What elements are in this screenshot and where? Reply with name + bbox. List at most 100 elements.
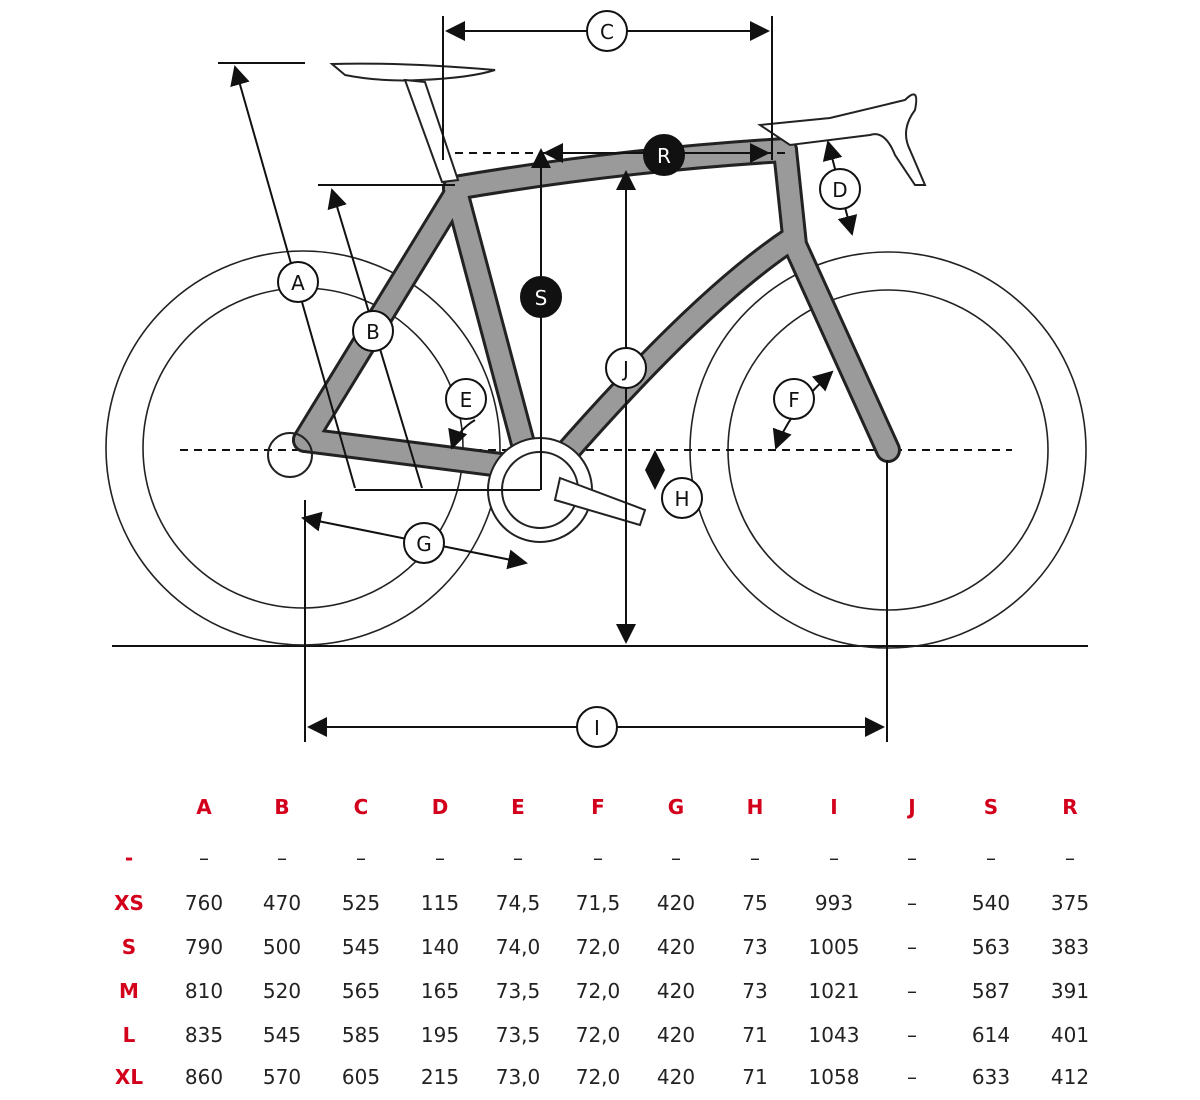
- label-circle: [576, 706, 618, 748]
- table-cell: –: [907, 846, 917, 870]
- table-cell: 375: [1050, 891, 1090, 915]
- handlebar: [757, 93, 927, 186]
- table-cell: 401: [1050, 1023, 1090, 1047]
- column-header: E: [511, 795, 525, 819]
- table-cell: 810: [184, 979, 224, 1003]
- table-cell: 614: [971, 1023, 1011, 1047]
- table-cell: 420: [656, 891, 696, 915]
- table-cell: –: [829, 846, 839, 870]
- table-cell: –: [986, 846, 996, 870]
- dimension-label-f: F: [773, 378, 815, 420]
- table-cell: 585: [341, 1023, 381, 1047]
- label-circle: [403, 522, 445, 564]
- dimension-labels: C R D A B S J E F H G I: [277, 10, 861, 748]
- table-cell: –: [907, 935, 917, 959]
- dimension-label-g: G: [403, 522, 445, 564]
- table-cell: –: [907, 1023, 917, 1047]
- dimension-letter: S: [535, 286, 548, 310]
- table-cell: –: [907, 1065, 917, 1089]
- table-cell: 520: [262, 979, 302, 1003]
- dimension-label-a: A: [277, 261, 319, 303]
- table-cell: 75: [742, 891, 768, 915]
- label-circle: [520, 276, 562, 318]
- dimension-label-i: I: [576, 706, 618, 748]
- table-cell: –: [1065, 846, 1075, 870]
- dimension-letter: F: [788, 388, 800, 412]
- table-cell: 525: [341, 891, 381, 915]
- table-cell: 587: [971, 979, 1011, 1003]
- table-cell: 195: [420, 1023, 460, 1047]
- dimension-letter: R: [657, 144, 671, 168]
- dimension-letter: I: [594, 716, 600, 740]
- table-cell: 72,0: [575, 935, 621, 959]
- dimension-letter: E: [460, 388, 473, 412]
- table-cell: 74,0: [495, 935, 541, 959]
- table-cell: 835: [184, 1023, 224, 1047]
- column-header: H: [746, 795, 764, 819]
- size-label: XL: [114, 1065, 144, 1089]
- column-header: R: [1062, 795, 1078, 819]
- table-cell: 470: [262, 891, 302, 915]
- dimension-letter: G: [416, 532, 432, 556]
- table-cell: 72,0: [575, 979, 621, 1003]
- column-header: G: [667, 795, 685, 819]
- table-cell: –: [356, 846, 366, 870]
- table-cell: 71: [742, 1065, 768, 1089]
- table-cell: 383: [1050, 935, 1090, 959]
- table-cell: 545: [262, 1023, 302, 1047]
- dimension-label-s: S: [520, 276, 562, 318]
- table-cell: 215: [420, 1065, 460, 1089]
- table-cell: 633: [971, 1065, 1011, 1089]
- table-cell: 140: [420, 935, 460, 959]
- table-cell: 74,5: [495, 891, 541, 915]
- table-cell: 760: [184, 891, 224, 915]
- table-cell: 72,0: [575, 1065, 621, 1089]
- label-circle: [661, 477, 703, 519]
- table-cell: 790: [184, 935, 224, 959]
- table-cell: 570: [262, 1065, 302, 1089]
- seatpost: [403, 78, 460, 184]
- label-circle: [605, 347, 647, 389]
- table-cell: 545: [341, 935, 381, 959]
- dimension-letter: C: [600, 20, 614, 44]
- table-cell: 73,5: [495, 1023, 541, 1047]
- column-header: F: [591, 795, 605, 819]
- size-label: -: [124, 846, 134, 870]
- table-cell: 73,0: [495, 1065, 541, 1089]
- table-cell: 420: [656, 1065, 696, 1089]
- column-header: D: [431, 795, 449, 819]
- dimension-label-c: C: [586, 10, 628, 52]
- table-cell: 540: [971, 891, 1011, 915]
- dimension-label-b: B: [352, 310, 394, 352]
- table-cell: 420: [656, 1023, 696, 1047]
- table-cell: –: [907, 891, 917, 915]
- dimension-letter: B: [366, 320, 380, 344]
- dimension-letter: D: [832, 178, 847, 202]
- table-cell: 420: [656, 935, 696, 959]
- table-cell: 73: [742, 935, 768, 959]
- table-cell: 500: [262, 935, 302, 959]
- label-circle: [643, 134, 685, 176]
- table-cell: –: [199, 846, 209, 870]
- table-cell: 72,0: [575, 1023, 621, 1047]
- table-cell: 605: [341, 1065, 381, 1089]
- size-label: M: [119, 979, 139, 1003]
- table-cell: –: [277, 846, 287, 870]
- dimension-letter: J: [621, 357, 629, 381]
- table-cell: –: [907, 979, 917, 1003]
- dimension-label-h: H: [661, 477, 703, 519]
- bike-geometry-diagram: C R D A B S J E F H G I: [105, 10, 1088, 748]
- table-cell: –: [750, 846, 760, 870]
- dimension-label-j: J: [605, 347, 647, 389]
- table-cell: –: [593, 846, 603, 870]
- table-cell: 565: [341, 979, 381, 1003]
- table-cell: 391: [1050, 979, 1090, 1003]
- column-header: C: [353, 795, 369, 819]
- table-cell: 1021: [808, 979, 860, 1003]
- dimension-label-r: R: [643, 134, 685, 176]
- dimension-letter: A: [291, 271, 305, 295]
- size-label: S: [121, 935, 137, 959]
- table-cell: 563: [971, 935, 1011, 959]
- table-cell: –: [435, 846, 445, 870]
- size-label: XS: [114, 891, 144, 915]
